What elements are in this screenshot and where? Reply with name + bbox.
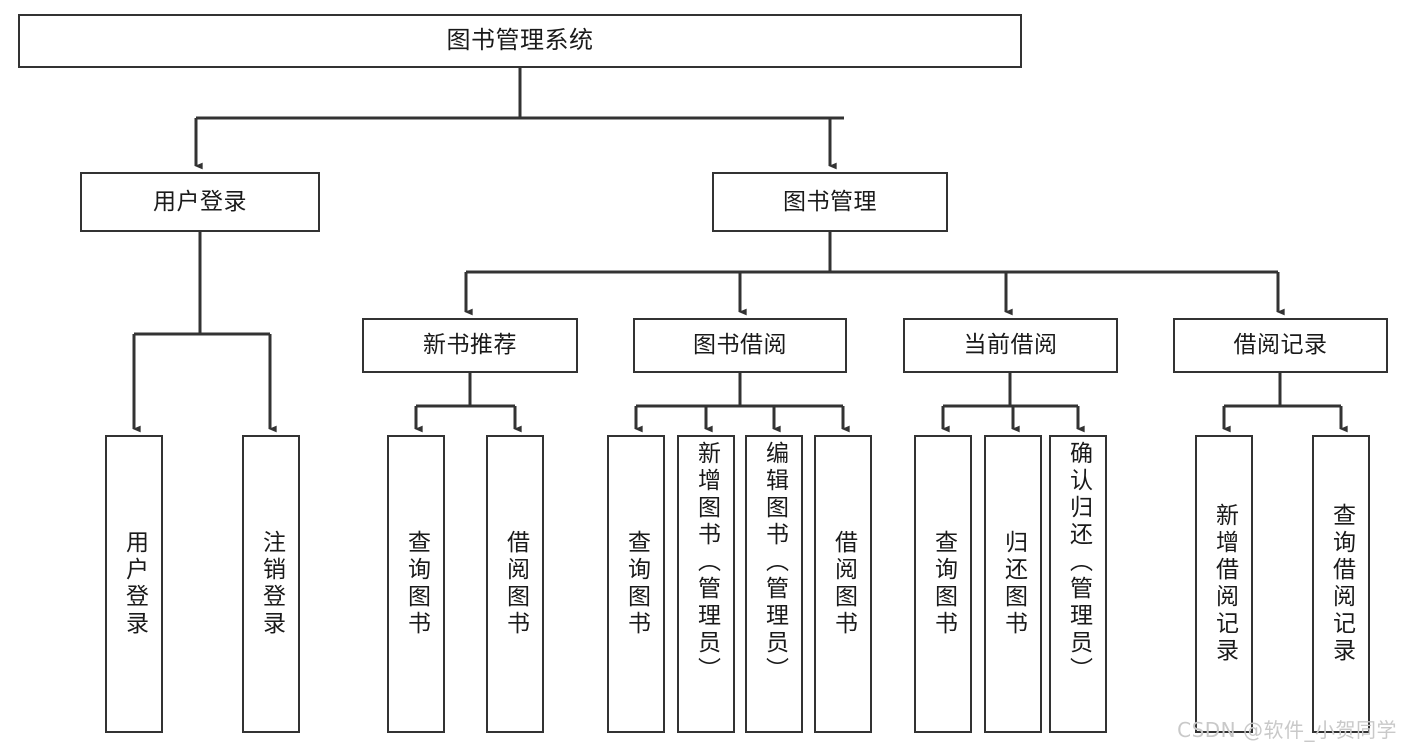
node-new-book-recommendation[interactable]: 新书推荐 — [362, 318, 578, 373]
node-label: 归还图书 — [1000, 530, 1027, 638]
node-label: 新增图书（管理员） — [693, 441, 720, 684]
node-label: 借阅图书 — [502, 530, 529, 638]
leaf-query-books-current[interactable]: 查询图书 — [914, 435, 972, 733]
node-label: 新书推荐 — [423, 332, 517, 359]
node-label: 图书借阅 — [693, 332, 787, 359]
node-current-borrowing[interactable]: 当前借阅 — [903, 318, 1118, 373]
node-label: 借阅图书 — [830, 530, 857, 638]
node-root-book-management-system[interactable]: 图书管理系统 — [18, 14, 1022, 68]
node-book-borrowing[interactable]: 图书借阅 — [633, 318, 847, 373]
node-label: 图书管理 — [783, 188, 877, 215]
node-label: 借阅记录 — [1233, 332, 1328, 359]
leaf-query-borrow-record[interactable]: 查询借阅记录 — [1312, 435, 1370, 733]
node-label: 查询图书 — [930, 530, 957, 638]
node-label: 确认归还（管理员） — [1065, 441, 1092, 684]
leaf-add-borrow-record[interactable]: 新增借阅记录 — [1195, 435, 1253, 733]
leaf-borrow-books-borrow[interactable]: 借阅图书 — [814, 435, 872, 733]
leaf-edit-book-admin[interactable]: 编辑图书（管理员） — [745, 435, 803, 733]
leaf-add-book-admin[interactable]: 新增图书（管理员） — [677, 435, 735, 733]
node-label: 查询图书 — [403, 530, 430, 638]
node-label: 编辑图书（管理员） — [761, 441, 788, 684]
node-label: 图书管理系统 — [446, 26, 594, 55]
leaf-query-books-borrow[interactable]: 查询图书 — [607, 435, 665, 733]
node-borrow-records[interactable]: 借阅记录 — [1173, 318, 1388, 373]
leaf-borrow-books-newbooks[interactable]: 借阅图书 — [486, 435, 544, 733]
node-label: 用户登录 — [121, 530, 148, 638]
node-user-login[interactable]: 用户登录 — [80, 172, 320, 232]
node-book-management[interactable]: 图书管理 — [712, 172, 948, 232]
leaf-query-books-newbooks[interactable]: 查询图书 — [387, 435, 445, 733]
node-label: 查询借阅记录 — [1328, 503, 1355, 665]
leaf-return-books[interactable]: 归还图书 — [984, 435, 1042, 733]
node-label: 新增借阅记录 — [1211, 503, 1238, 665]
node-label: 注销登录 — [258, 530, 285, 638]
leaf-logout[interactable]: 注销登录 — [242, 435, 300, 733]
node-label: 当前借阅 — [963, 332, 1058, 359]
leaf-confirm-return-admin[interactable]: 确认归还（管理员） — [1049, 435, 1107, 733]
watermark: CSDN @软件_小贺同学 — [1177, 718, 1397, 742]
node-label: 用户登录 — [153, 188, 247, 215]
leaf-user-login[interactable]: 用户登录 — [105, 435, 163, 733]
node-label: 查询图书 — [623, 530, 650, 638]
